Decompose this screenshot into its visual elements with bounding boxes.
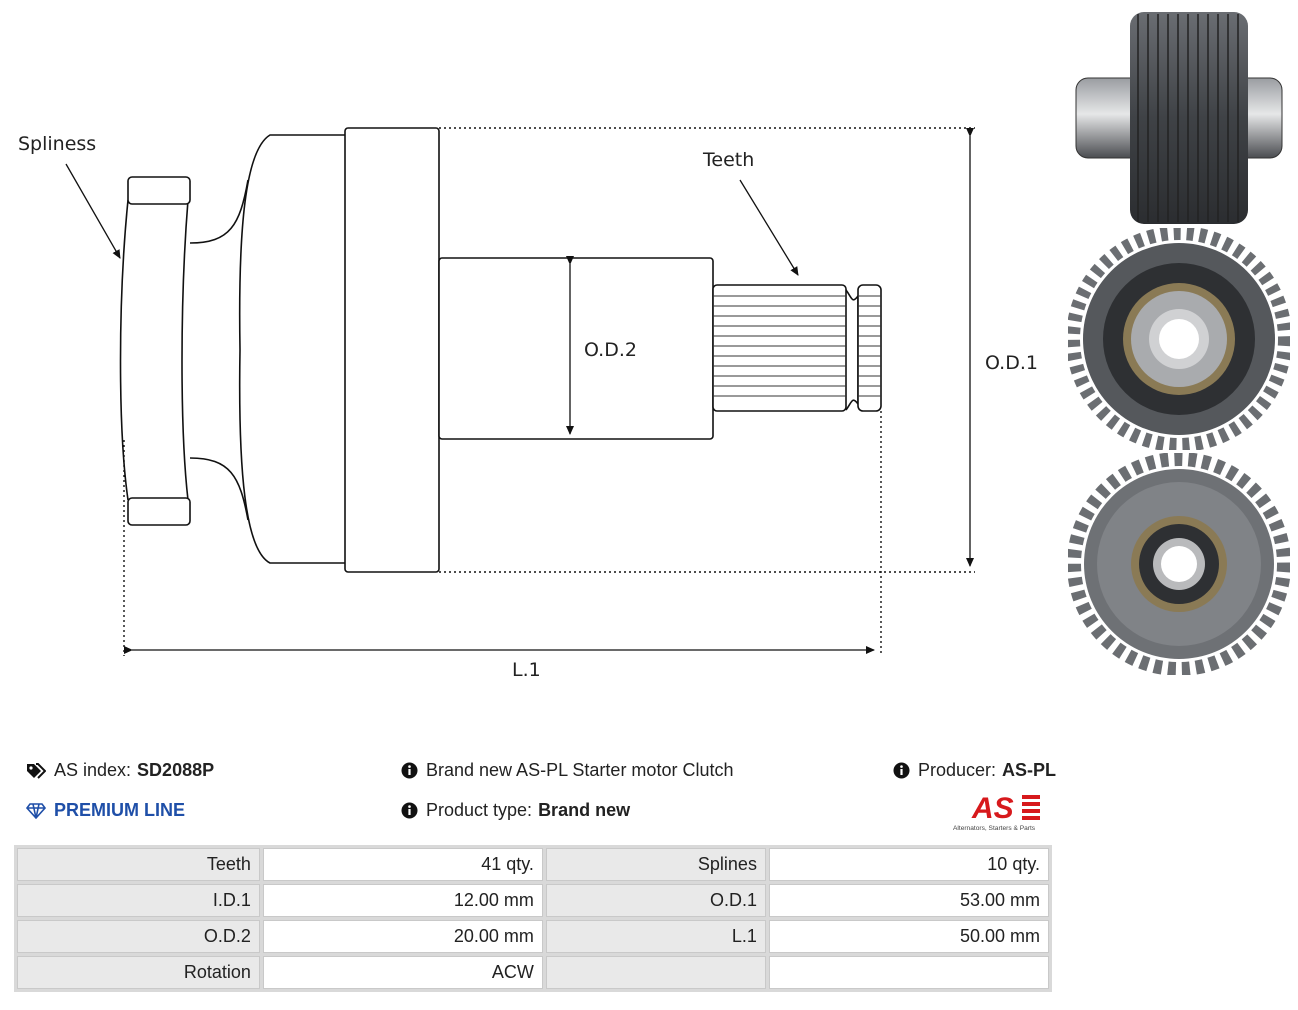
teeth-label: Teeth [702, 149, 754, 171]
pinion-shaft [438, 257, 714, 440]
spec-value: 53.00 mm [768, 884, 1049, 917]
splines-leader [65, 163, 121, 259]
flange-top-tab [127, 176, 191, 205]
table-row: Teeth 41 qty. Splines 10 qty. [17, 848, 1049, 881]
spec-value: 50.00 mm [768, 920, 1049, 953]
od2-label: O.D.2 [584, 339, 637, 361]
splines-label: Spliness [18, 133, 96, 155]
spec-label: O.D.2 [17, 920, 260, 953]
spec-label: L.1 [545, 920, 766, 953]
photo-rear-view [1068, 453, 1290, 675]
producer-label: Producer: [918, 760, 997, 780]
clutch-housing [238, 134, 345, 564]
spec-label: O.D.1 [545, 884, 766, 917]
as-index-value: SD2088P [137, 760, 215, 780]
info-icon [893, 762, 910, 779]
producer: Producer: AS-PL [893, 760, 1056, 781]
table-row: O.D.2 20.00 mm L.1 50.00 mm [17, 920, 1049, 953]
flange-bottom-tab [127, 497, 191, 526]
diamond-icon [26, 802, 46, 819]
as-index: AS index: SD2088P [26, 760, 214, 781]
spline-flange [119, 199, 129, 501]
table-row: Rotation ACW [17, 956, 1049, 989]
product-type-value: Brand new [538, 800, 631, 820]
as-index-label: AS index: [54, 760, 132, 780]
specs-table: Teeth 41 qty. Splines 10 qty. I.D.1 12.0… [14, 845, 1052, 992]
spec-value: 20.00 mm [262, 920, 543, 953]
spec-label [545, 956, 766, 989]
description-text: Brand new AS-PL Starter motor Clutch [426, 760, 734, 780]
teeth-leader [739, 179, 799, 276]
svg-text:Alternators, Starters & Parts: Alternators, Starters & Parts [953, 825, 1036, 832]
description: Brand new AS-PL Starter motor Clutch [401, 760, 733, 781]
photo-front-view [1068, 228, 1290, 450]
spec-value [768, 956, 1049, 989]
product-type: Product type: Brand new [401, 800, 630, 821]
info-icon [401, 762, 418, 779]
premium-line: PREMIUM LINE [26, 800, 185, 821]
clutch-collar [344, 127, 440, 573]
spec-value: 41 qty. [262, 848, 543, 881]
spec-label: Teeth [17, 848, 260, 881]
spec-value: ACW [262, 956, 543, 989]
tags-icon [26, 762, 46, 779]
info-icon [401, 802, 418, 819]
as-pl-logo: AS Alternators, Starters & Parts [953, 792, 1040, 832]
photo-side-view [1075, 12, 1283, 224]
spec-value: 12.00 mm [262, 884, 543, 917]
spec-label: Splines [545, 848, 766, 881]
premium-line-label: PREMIUM LINE [54, 800, 186, 820]
spec-label: I.D.1 [17, 884, 260, 917]
pinion-teeth [712, 284, 847, 412]
table-row: I.D.1 12.00 mm O.D.1 53.00 mm [17, 884, 1049, 917]
product-type-label: Product type: [426, 800, 533, 820]
svg-text:AS: AS [971, 792, 1014, 825]
spec-value: 10 qty. [768, 848, 1049, 881]
technical-drawing: Spliness Teeth O.D.2 O.D.1 L.1 [18, 127, 1038, 681]
producer-value: AS-PL [1002, 760, 1057, 780]
spec-label: Rotation [17, 956, 260, 989]
l1-label: L.1 [512, 659, 541, 681]
od1-label: O.D.1 [985, 352, 1038, 374]
